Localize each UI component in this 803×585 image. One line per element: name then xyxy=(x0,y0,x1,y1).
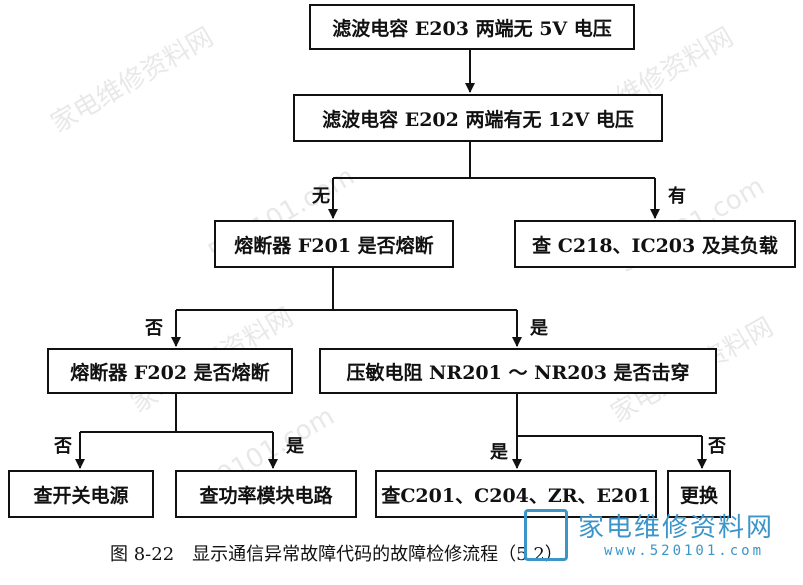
logo-url: www.520101.com xyxy=(604,543,765,559)
node-replace: 更换 xyxy=(667,470,731,518)
edge-label-no-voltage: 无 xyxy=(312,186,330,207)
edge-label-varistor-yes: 是 xyxy=(490,442,508,463)
edge-label-f201-yes: 是 xyxy=(530,318,548,339)
edge-label-f202-no: 否 xyxy=(54,436,72,457)
site-logo: 家电维修资料网 www.520101.com xyxy=(524,505,794,575)
figure-caption: 图 8-22 显示通信异常故障代码的故障检修流程（5.2） xyxy=(110,544,563,565)
node-check-switching-power: 查开关电源 xyxy=(8,470,154,518)
edge-label-f202-yes: 是 xyxy=(286,436,304,457)
edge-label-has-voltage: 有 xyxy=(668,186,686,207)
node-f201-blown-check: 熔断器 F201 是否熔断 xyxy=(214,220,454,268)
node-e203-no-5v: 滤波电容 E203 两端无 5V 电压 xyxy=(309,4,635,50)
node-check-c218-ic203: 查 C218、IC203 及其负载 xyxy=(514,220,796,268)
edge-label-f201-no: 否 xyxy=(145,318,163,339)
node-e202-12v-check: 滤波电容 E202 两端有无 12V 电压 xyxy=(293,94,663,142)
node-check-power-module: 查功率模块电路 xyxy=(175,470,357,518)
node-check-c201-c204: 查C201、C204、ZR、E201 xyxy=(375,470,657,518)
node-varistor-breakdown-check: 压敏电阻 NR201 ～ NR203 是否击穿 xyxy=(319,348,717,394)
node-f202-blown-check: 熔断器 F202 是否熔断 xyxy=(47,348,293,394)
logo-text: 家电维修资料网 xyxy=(578,513,775,543)
edge-label-varistor-no: 否 xyxy=(708,436,726,457)
logo-mark-icon xyxy=(524,509,568,561)
